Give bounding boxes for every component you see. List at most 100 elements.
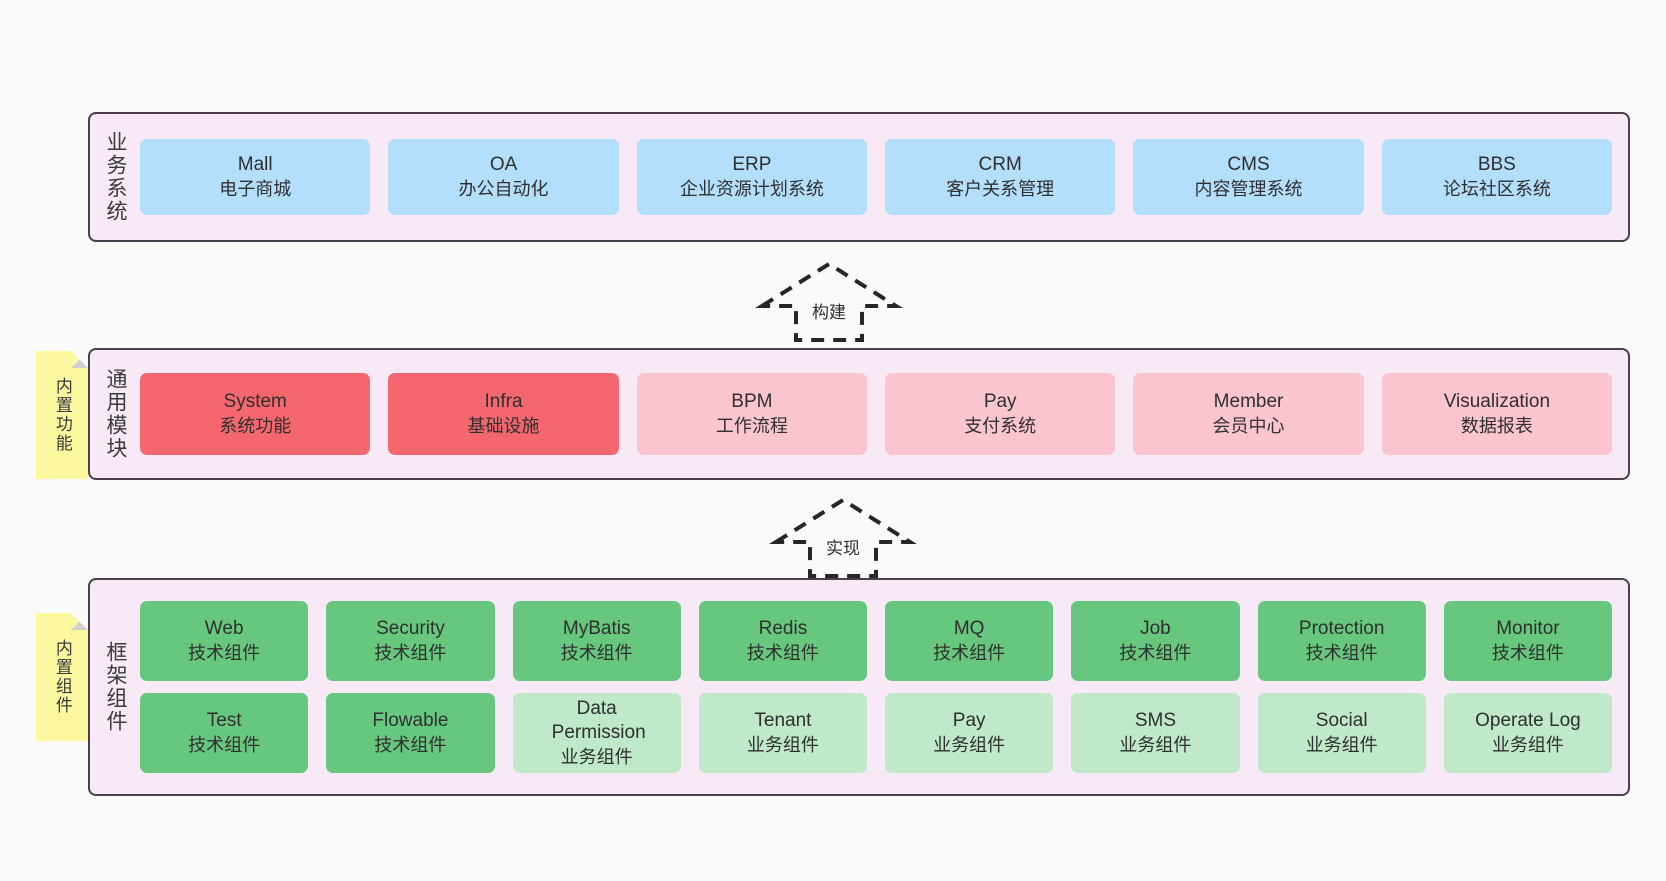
- node-tenant-title: Tenant: [754, 710, 812, 732]
- node-crm-title: CRM: [978, 154, 1022, 176]
- node-security-subtitle: 技术组件: [374, 642, 447, 663]
- node-mq-subtitle: 技术组件: [933, 642, 1006, 663]
- node-system-subtitle: 系统功能: [219, 415, 292, 436]
- node-protection[interactable]: Protection 技术组件: [1257, 601, 1426, 681]
- layer-common-modules[interactable]: 通用模块 System 系统功能 Infra 基础设施 BPM 工作流程 Pay: [88, 348, 1630, 480]
- node-operate-log-subtitle: 业务组件: [1491, 734, 1564, 755]
- node-pay-component-subtitle: 业务组件: [933, 734, 1006, 755]
- node-monitor-title: Monitor: [1496, 618, 1560, 640]
- node-job-title: Job: [1140, 618, 1171, 640]
- node-job-subtitle: 技术组件: [1119, 642, 1192, 663]
- node-flowable-subtitle: 技术组件: [374, 734, 447, 755]
- node-crm-subtitle: 客户关系管理: [946, 178, 1055, 199]
- node-monitor[interactable]: Monitor 技术组件: [1443, 601, 1613, 681]
- node-pay-component[interactable]: Pay 业务组件: [885, 693, 1054, 773]
- row-framework-components-2: Test 技术组件 Flowable 技术组件 Data Permission …: [140, 693, 1613, 773]
- node-oa-title: OA: [489, 154, 518, 176]
- node-erp-subtitle: 企业资源计划系统: [679, 178, 824, 199]
- note-builtin-features-label: 内置功能: [52, 377, 72, 453]
- node-job[interactable]: Job 技术组件: [1071, 601, 1240, 681]
- cells-common-modules: System 系统功能 Infra 基础设施 BPM 工作流程 Pay 支付系统…: [132, 373, 1628, 455]
- node-flowable-title: Flowable: [372, 710, 449, 732]
- node-pay-component-title: Pay: [952, 710, 986, 732]
- node-bpm-subtitle: 工作流程: [715, 415, 788, 436]
- layer-label-framework-components: 框架组件: [104, 641, 128, 733]
- node-redis[interactable]: Redis 技术组件: [698, 601, 868, 681]
- node-security[interactable]: Security 技术组件: [326, 601, 495, 681]
- note-fold-corner-icon: [71, 351, 88, 368]
- node-infra-subtitle: 基础设施: [467, 415, 540, 436]
- node-erp-title: ERP: [732, 154, 772, 176]
- node-pay-module-title: Pay: [983, 391, 1017, 413]
- build-arrow: 构建: [755, 260, 903, 344]
- node-bpm[interactable]: BPM 工作流程: [636, 373, 868, 455]
- node-web[interactable]: Web 技术组件: [140, 601, 309, 681]
- node-crm[interactable]: CRM 客户关系管理: [885, 139, 1116, 215]
- node-mybatis-subtitle: 技术组件: [560, 642, 633, 663]
- node-sms[interactable]: SMS 业务组件: [1071, 693, 1240, 773]
- node-cms-title: CMS: [1227, 154, 1270, 176]
- layer-label-common-modules: 通用模块: [104, 368, 128, 460]
- row-framework-components-1: Web 技术组件 Security 技术组件 MyBatis 技术组件 Redi…: [140, 601, 1613, 681]
- cells-framework-components: Web 技术组件 Security 技术组件 MyBatis 技术组件 Redi…: [132, 601, 1628, 773]
- node-oa-subtitle: 办公自动化: [458, 178, 549, 199]
- node-monitor-subtitle: 技术组件: [1491, 642, 1564, 663]
- node-bbs-title: BBS: [1477, 154, 1516, 176]
- node-flowable[interactable]: Flowable 技术组件: [326, 693, 495, 773]
- node-system-title: System: [223, 391, 287, 413]
- node-redis-title: Redis: [758, 618, 808, 640]
- node-social-subtitle: 业务组件: [1305, 734, 1378, 755]
- node-pay-module[interactable]: Pay 支付系统: [885, 373, 1116, 455]
- node-visualization[interactable]: Visualization 数据报表: [1381, 373, 1613, 455]
- node-mall-subtitle: 电子商城: [219, 178, 292, 199]
- node-cms-subtitle: 内容管理系统: [1194, 178, 1303, 199]
- note-builtin-features: 内置功能: [36, 351, 88, 479]
- node-member-subtitle: 会员中心: [1212, 415, 1285, 436]
- note-builtin-components: 内置组件: [36, 613, 88, 741]
- layer-framework-components[interactable]: 框架组件 Web 技术组件 Security 技术组件 MyBatis 技术组件…: [88, 578, 1630, 796]
- cells-business-systems: Mall 电子商城 OA 办公自动化 ERP 企业资源计划系统 CRM 客户关系…: [132, 139, 1628, 215]
- node-infra-title: Infra: [484, 391, 523, 413]
- node-tenant[interactable]: Tenant 业务组件: [698, 693, 868, 773]
- node-test[interactable]: Test 技术组件: [140, 693, 309, 773]
- node-data-permission[interactable]: Data Permission 业务组件: [512, 693, 681, 773]
- note-fold-corner-icon: [71, 613, 88, 630]
- node-mybatis-title: MyBatis: [562, 618, 631, 640]
- layer-business-systems[interactable]: 业务系统 Mall 电子商城 OA 办公自动化 ERP 企业资源计划系统 CRM: [88, 112, 1630, 242]
- node-protection-title: Protection: [1298, 618, 1385, 640]
- implement-arrow: 实现: [769, 496, 917, 580]
- node-protection-subtitle: 技术组件: [1305, 642, 1378, 663]
- node-social[interactable]: Social 业务组件: [1257, 693, 1426, 773]
- node-security-title: Security: [376, 618, 445, 640]
- node-mq[interactable]: MQ 技术组件: [885, 601, 1054, 681]
- node-mall-title: Mall: [237, 154, 273, 176]
- node-cms[interactable]: CMS 内容管理系统: [1133, 139, 1364, 215]
- row-business-systems-1: Mall 电子商城 OA 办公自动化 ERP 企业资源计划系统 CRM 客户关系…: [140, 139, 1613, 215]
- node-operate-log[interactable]: Operate Log 业务组件: [1443, 693, 1613, 773]
- row-common-modules-1: System 系统功能 Infra 基础设施 BPM 工作流程 Pay 支付系统…: [140, 373, 1613, 455]
- node-operate-log-title: Operate Log: [1475, 710, 1581, 732]
- node-sms-title: SMS: [1134, 710, 1177, 732]
- node-social-title: Social: [1315, 710, 1368, 732]
- node-data-permission-title: Data Permission: [551, 698, 646, 744]
- node-bbs-subtitle: 论坛社区系统: [1442, 178, 1551, 199]
- node-mall[interactable]: Mall 电子商城: [140, 139, 371, 215]
- node-erp[interactable]: ERP 企业资源计划系统: [636, 139, 868, 215]
- node-web-title: Web: [204, 618, 244, 640]
- node-visualization-title: Visualization: [1443, 391, 1551, 413]
- node-visualization-subtitle: 数据报表: [1460, 415, 1533, 436]
- note-builtin-components-label: 内置组件: [52, 639, 72, 715]
- node-sms-subtitle: 业务组件: [1119, 734, 1192, 755]
- node-infra[interactable]: Infra 基础设施: [388, 373, 619, 455]
- node-tenant-subtitle: 业务组件: [746, 734, 819, 755]
- node-data-permission-subtitle: 业务组件: [560, 746, 633, 767]
- node-oa[interactable]: OA 办公自动化: [388, 139, 619, 215]
- node-test-title: Test: [206, 710, 242, 732]
- node-system[interactable]: System 系统功能: [140, 373, 371, 455]
- node-bbs[interactable]: BBS 论坛社区系统: [1381, 139, 1613, 215]
- node-pay-module-subtitle: 支付系统: [964, 415, 1037, 436]
- node-mq-title: MQ: [953, 618, 985, 640]
- node-mybatis[interactable]: MyBatis 技术组件: [512, 601, 681, 681]
- node-member[interactable]: Member 会员中心: [1133, 373, 1364, 455]
